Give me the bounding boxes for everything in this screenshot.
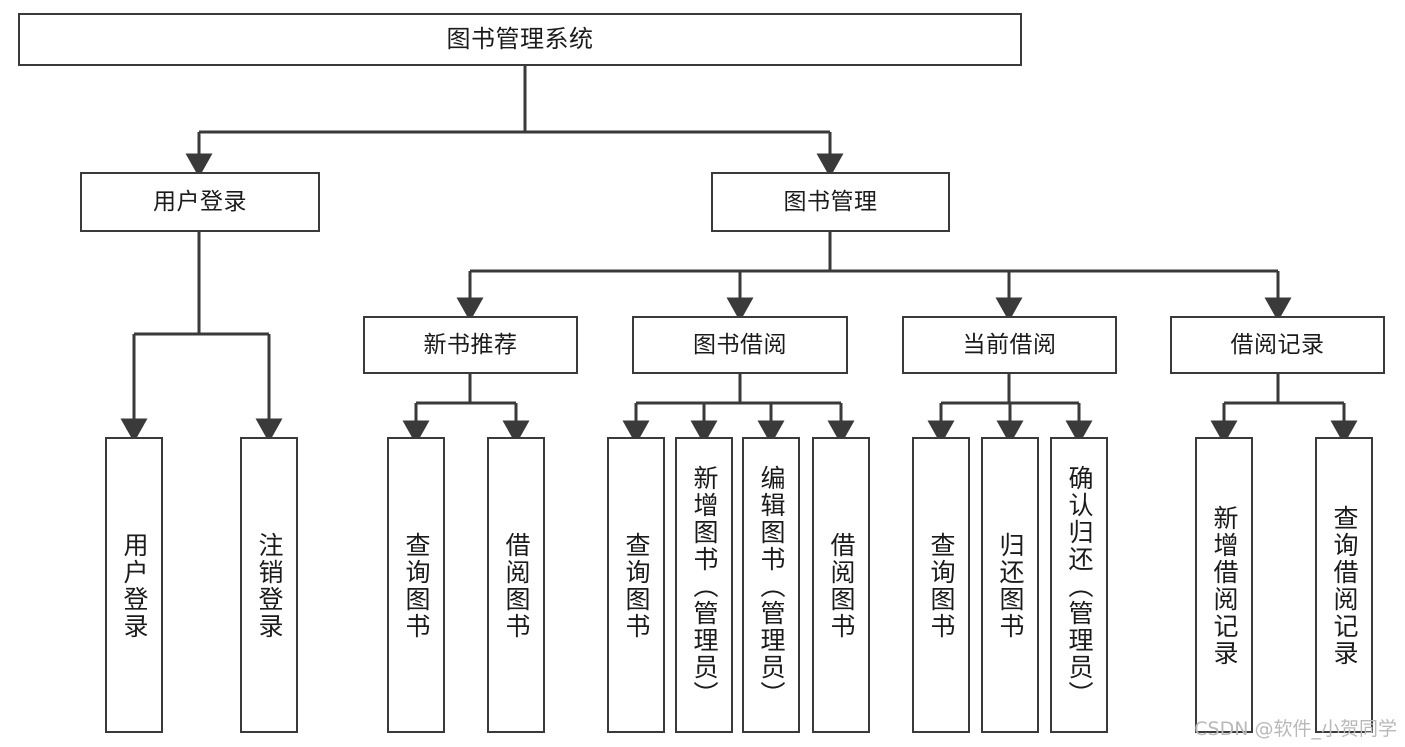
leaf-edit-book-admin[interactable]: 编辑图书（管理员） [742,437,800,733]
leaf-return-book-label: 归还图书 [996,532,1025,640]
node-borrow-record-label: 借阅记录 [1230,331,1325,358]
leaf-add-borrow-record[interactable]: 新增借阅记录 [1195,437,1253,733]
leaf-new-book-borrow[interactable]: 借阅图书 [487,437,545,733]
node-book-management-label: 图书管理 [783,188,878,215]
node-book-borrow-label: 图书借阅 [693,331,787,358]
node-book-management[interactable]: 图书管理 [711,172,950,232]
leaf-new-book-borrow-label: 借阅图书 [502,532,531,640]
leaf-return-book[interactable]: 归还图书 [981,437,1039,733]
leaf-borrow-query-book-label: 查询图书 [622,532,651,640]
node-root-label: 图书管理系统 [446,24,594,53]
node-borrow-record[interactable]: 借阅记录 [1170,316,1385,374]
leaf-borrow-book-label: 借阅图书 [827,532,856,640]
leaf-logout[interactable]: 注销登录 [240,437,298,733]
node-user-login-label: 用户登录 [153,188,247,215]
node-new-book-recommend[interactable]: 新书推荐 [363,316,578,374]
leaf-user-login-label: 用户登录 [120,532,149,640]
node-user-login[interactable]: 用户登录 [80,172,320,232]
leaf-current-query-book-label: 查询图书 [927,532,956,640]
leaf-query-borrow-record-label: 查询借阅记录 [1330,505,1359,667]
leaf-add-borrow-record-label: 新增借阅记录 [1210,505,1239,667]
node-current-borrow[interactable]: 当前借阅 [902,316,1117,374]
node-current-borrow-label: 当前借阅 [962,331,1057,358]
leaf-logout-label: 注销登录 [255,532,284,640]
leaf-confirm-return-admin-label: 确认归还（管理员） [1065,464,1094,708]
leaf-edit-book-admin-label: 编辑图书（管理员） [757,464,786,708]
node-book-borrow[interactable]: 图书借阅 [632,316,848,374]
leaf-borrow-book[interactable]: 借阅图书 [812,437,870,733]
leaf-user-login[interactable]: 用户登录 [105,437,163,733]
node-new-book-recommend-label: 新书推荐 [423,331,518,358]
node-root[interactable]: 图书管理系统 [18,13,1022,66]
leaf-new-book-query-label: 查询图书 [402,532,431,640]
leaf-new-book-query[interactable]: 查询图书 [387,437,445,733]
leaf-current-query-book[interactable]: 查询图书 [912,437,970,733]
leaf-confirm-return-admin[interactable]: 确认归还（管理员） [1050,437,1108,733]
leaf-add-book-admin-label: 新增图书（管理员） [690,464,719,708]
leaf-query-borrow-record[interactable]: 查询借阅记录 [1315,437,1373,733]
leaf-add-book-admin[interactable]: 新增图书（管理员） [675,437,733,733]
leaf-borrow-query-book[interactable]: 查询图书 [607,437,665,733]
